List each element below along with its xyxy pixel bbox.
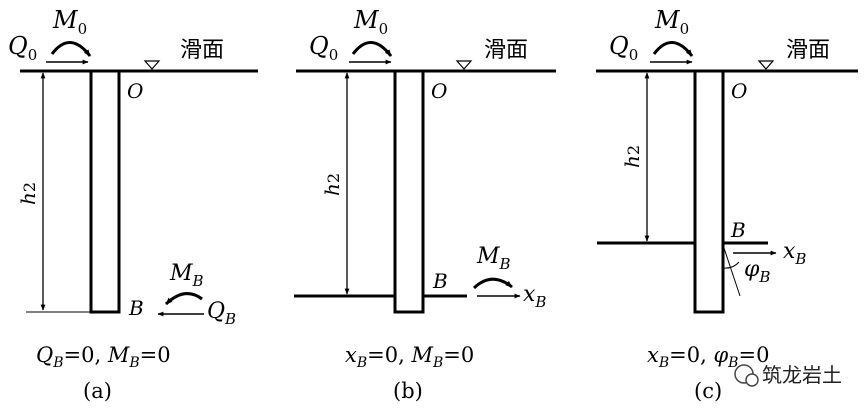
- boundary-condition-b: xB=0, MB=0: [345, 343, 474, 371]
- m0-label: M0: [654, 6, 689, 38]
- caption-b: (b): [393, 379, 423, 403]
- q0-label: Q0: [309, 32, 338, 64]
- m0-label: M0: [353, 6, 388, 38]
- watermark-logo-icon-inner: [745, 373, 759, 387]
- panel-a: Q0 M0 滑面 O h2 B MB QB QB=0, MB=0 (a): [8, 6, 258, 403]
- h2-label: h2: [320, 173, 344, 196]
- mb-label: MB: [169, 261, 204, 290]
- caption-a: (a): [83, 379, 112, 403]
- mb-moment-arrow: [472, 277, 513, 290]
- pile: [89, 69, 121, 314]
- pile: [693, 69, 725, 314]
- slip-surface-label: 滑面: [786, 38, 830, 63]
- boundary-condition-a: QB=0, MB=0: [36, 343, 171, 371]
- point-b-label: B: [128, 296, 144, 320]
- slip-surface-label: 滑面: [180, 38, 224, 63]
- slip-surface-label: 滑面: [484, 38, 528, 63]
- caption-c: (c): [694, 379, 722, 403]
- mb-label: MB: [476, 244, 511, 273]
- q0-label: Q0: [8, 32, 37, 64]
- m0-moment-arrow: [652, 41, 694, 57]
- origin-o-label: O: [127, 79, 143, 103]
- water-level-triangle: [757, 60, 775, 70]
- mb-moment-arrow: [164, 292, 203, 306]
- phib-label: φB: [744, 257, 770, 286]
- point-b-label: B: [730, 218, 746, 242]
- water-level-triangle: [455, 60, 473, 70]
- xb-label: xB: [783, 239, 806, 268]
- watermark-text: 筑龙岩土: [762, 363, 842, 387]
- m0-label: M0: [52, 6, 87, 38]
- rotation-reference-line: [722, 244, 741, 297]
- h2-label: h2: [16, 182, 40, 205]
- xb-label: xB: [523, 282, 546, 311]
- origin-o-label: O: [431, 79, 447, 103]
- panel-c: Q0 M0 滑面 O h2 B xB φB xB=0, φB=0 (c): [596, 6, 858, 403]
- origin-o-label: O: [731, 79, 747, 103]
- water-level-triangle: [143, 60, 161, 70]
- m0-moment-arrow: [50, 41, 92, 57]
- panel-b: Q0 M0 滑面 O h2 B MB xB xB=0, MB=0 (b): [294, 6, 556, 403]
- h2-label: h2: [620, 145, 644, 168]
- m0-moment-arrow: [351, 41, 393, 57]
- watermark: 筑龙岩土: [734, 363, 842, 387]
- q0-label: Q0: [609, 32, 638, 64]
- phib-angle-arc: [722, 261, 740, 269]
- point-b-label: B: [432, 269, 448, 293]
- pile: [393, 69, 425, 314]
- qb-label: QB: [207, 299, 236, 328]
- boundary-condition-c: xB=0, φB=0: [647, 343, 769, 371]
